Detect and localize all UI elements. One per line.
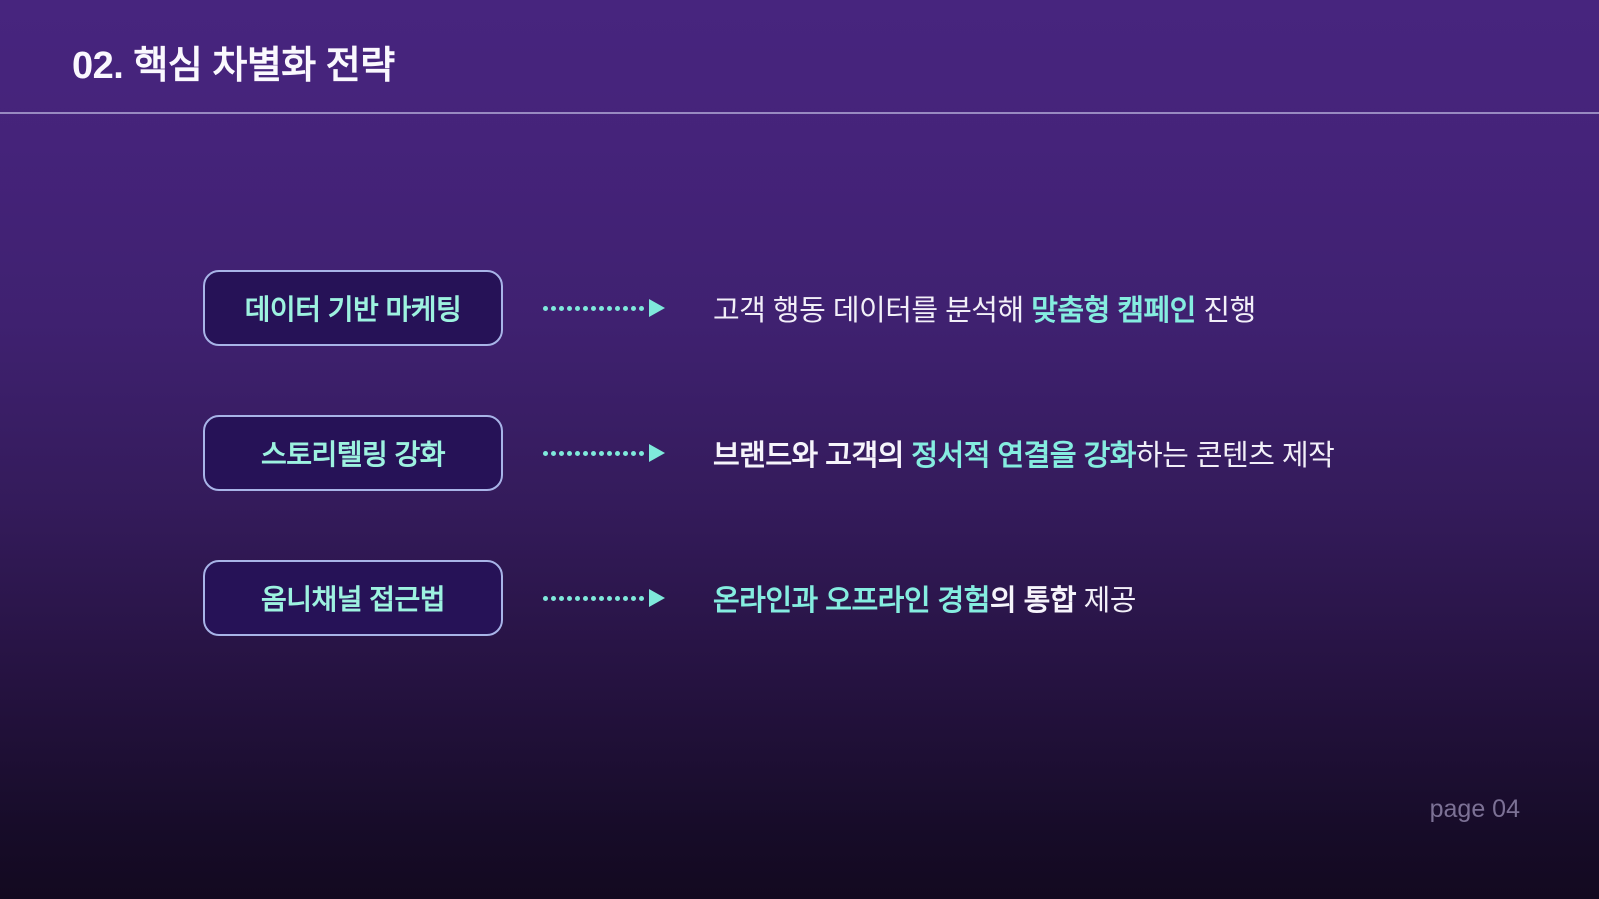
arrow-dots bbox=[543, 450, 644, 456]
arrow-dot bbox=[623, 595, 628, 601]
arrow-dot bbox=[559, 450, 564, 456]
arrow-head-icon bbox=[649, 589, 665, 607]
arrow-dot bbox=[615, 305, 620, 311]
arrow-dot bbox=[639, 450, 644, 456]
arrow-dot bbox=[607, 595, 612, 601]
arrow-dot bbox=[631, 450, 636, 456]
strategy-pill: 스토리텔링 강화 bbox=[203, 415, 503, 491]
strategy-pill-label: 데이터 기반 마케팅 bbox=[244, 294, 462, 325]
arrow-dot bbox=[599, 450, 604, 456]
desc-segment-highlight: 온라인과 오프라인 경험 bbox=[713, 585, 990, 617]
desc-segment-highlight: 맞춤형 캠페인 bbox=[1031, 295, 1196, 327]
arrow-head-icon bbox=[649, 444, 665, 462]
arrow-dot bbox=[583, 450, 588, 456]
arrow-dot bbox=[567, 450, 572, 456]
arrow-dot bbox=[543, 450, 548, 456]
arrow-dot bbox=[607, 450, 612, 456]
desc-segment: 의 통합 bbox=[989, 585, 1077, 617]
strategy-pill: 데이터 기반 마케팅 bbox=[203, 270, 503, 346]
desc-segment-highlight: 정서적 연결을 강화 bbox=[911, 440, 1136, 472]
header-divider bbox=[0, 112, 1599, 114]
arrow-dot bbox=[551, 305, 556, 311]
arrow-dot bbox=[575, 595, 580, 601]
arrow-dot bbox=[559, 305, 564, 311]
arrow-dot bbox=[591, 450, 596, 456]
arrow-dot bbox=[599, 305, 604, 311]
arrow-dot bbox=[591, 305, 596, 311]
arrow-dots bbox=[543, 305, 644, 311]
strategy-description: 고객 행동 데이터를 분석해 맞춤형 캠페인 진행 bbox=[713, 287, 1256, 329]
arrow-dot bbox=[543, 305, 548, 311]
strategy-pill: 옴니채널 접근법 bbox=[203, 560, 503, 636]
arrow-dot bbox=[567, 305, 572, 311]
desc-segment: 하는 콘텐츠 제작 bbox=[1135, 440, 1335, 472]
strategy-description: 브랜드와 고객의 정서적 연결을 강화하는 콘텐츠 제작 bbox=[713, 432, 1335, 474]
arrow-dot bbox=[583, 595, 588, 601]
dotted-arrow bbox=[543, 589, 665, 607]
arrow-dot bbox=[639, 305, 644, 311]
arrow-dot bbox=[543, 595, 548, 601]
strategy-row-omnichannel: 옴니채널 접근법 온라인과 오프라인 경험의 통합 제공 bbox=[203, 560, 1136, 636]
strategy-row-storytelling: 스토리텔링 강화 브랜드와 고객의 정서적 연결을 강화하는 콘텐츠 제작 bbox=[203, 415, 1335, 491]
strategy-pill-label: 옴니채널 접근법 bbox=[260, 584, 446, 615]
strategy-pill-label: 스토리텔링 강화 bbox=[260, 439, 446, 470]
desc-segment: 브랜드와 고객의 bbox=[713, 440, 912, 472]
arrow-dot bbox=[583, 305, 588, 311]
arrow-head-icon bbox=[649, 299, 665, 317]
arrow-dot bbox=[631, 595, 636, 601]
arrow-dot bbox=[607, 305, 612, 311]
desc-segment: 고객 행동 데이터를 분석해 bbox=[713, 295, 1032, 327]
arrow-dot bbox=[559, 595, 564, 601]
arrow-dots bbox=[543, 595, 644, 601]
arrow-dot bbox=[575, 450, 580, 456]
arrow-dot bbox=[631, 305, 636, 311]
strategy-row-data-marketing: 데이터 기반 마케팅 고객 행동 데이터를 분석해 맞춤형 캠페인 진행 bbox=[203, 270, 1256, 346]
desc-segment: 진행 bbox=[1195, 295, 1256, 327]
arrow-dot bbox=[615, 595, 620, 601]
dotted-arrow bbox=[543, 299, 665, 317]
arrow-dot bbox=[623, 450, 628, 456]
arrow-dot bbox=[615, 450, 620, 456]
arrow-dot bbox=[599, 595, 604, 601]
dotted-arrow bbox=[543, 444, 665, 462]
page-number: page 04 bbox=[1429, 795, 1520, 823]
arrow-dot bbox=[551, 450, 556, 456]
arrow-dot bbox=[551, 595, 556, 601]
arrow-dot bbox=[567, 595, 572, 601]
arrow-dot bbox=[623, 305, 628, 311]
strategy-description: 온라인과 오프라인 경험의 통합 제공 bbox=[713, 577, 1136, 619]
arrow-dot bbox=[591, 595, 596, 601]
slide-title: 02. 핵심 차별화 전략 bbox=[72, 45, 395, 87]
arrow-dot bbox=[639, 595, 644, 601]
arrow-dot bbox=[575, 305, 580, 311]
desc-segment: 제공 bbox=[1076, 585, 1137, 617]
